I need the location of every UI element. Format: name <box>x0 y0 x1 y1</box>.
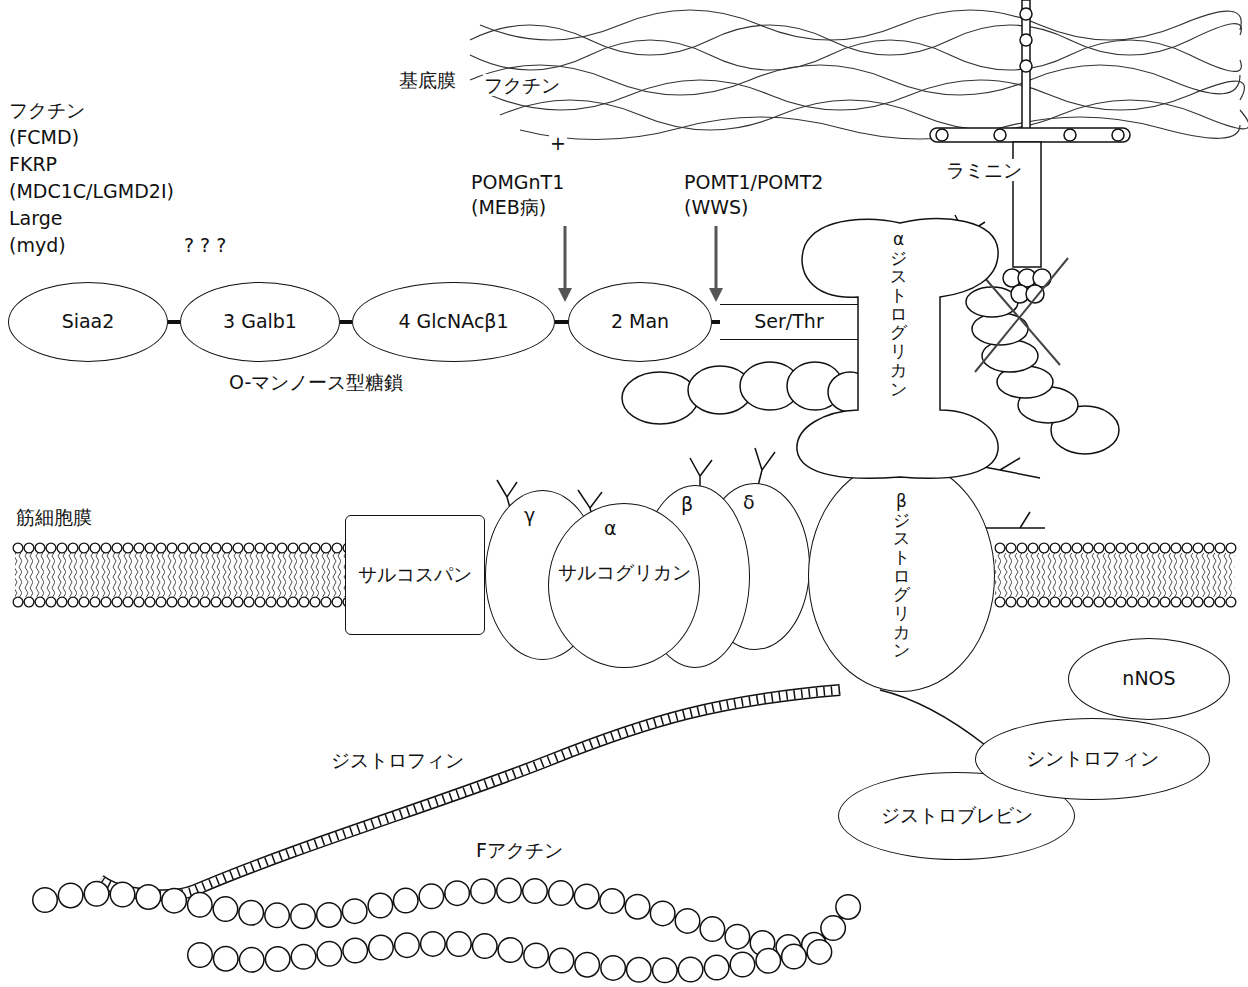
node-text: 4 GlcNAcβ1 <box>398 311 508 333</box>
annotation-label: FKRP <box>8 153 58 175</box>
beta-dystroglycan: βジストログリカン <box>808 460 995 692</box>
label-holder: フクチン <box>483 75 561 97</box>
node-text: δ <box>743 491 755 513</box>
label-holder: 筋細胞膜 <box>15 507 93 529</box>
annotation-label: フクチン <box>483 74 561 96</box>
label-holder: (WWS) <box>683 197 749 219</box>
annotation-label: POMGnT1 <box>470 171 565 193</box>
label-holder: (myd) <box>8 235 67 257</box>
label-holder: O-マンノース型糖鎖 <box>228 372 404 394</box>
annotation-label: + <box>549 132 567 154</box>
annotation-label: (MEB病) <box>470 196 547 218</box>
bond-line <box>168 322 180 323</box>
bond-line <box>555 322 568 323</box>
annotation-label: フクチン <box>8 99 86 121</box>
annotation-label: ジストロフィン <box>330 749 465 771</box>
annotation-label: (myd) <box>8 234 67 256</box>
annotation-label: Large <box>8 207 63 229</box>
node-text: サルコスパン <box>358 564 472 586</box>
label-holder: フクチン <box>8 100 86 122</box>
label-holder: 基底膜 <box>398 70 457 92</box>
bond-stroke <box>168 320 180 324</box>
alpha-dystroglycan: αジストログリカン <box>795 215 1000 480</box>
annotation-label: (WWS) <box>683 196 749 218</box>
bond-stroke <box>340 320 352 324</box>
text-holder: αジストログリカン <box>890 230 907 398</box>
protein-ellipse: nNOS <box>1068 638 1230 720</box>
node-text: β <box>681 493 693 515</box>
dumbbell-path <box>797 219 998 479</box>
text-holder: β <box>681 494 693 516</box>
text-holder: α <box>604 518 617 540</box>
label-holder: POMT1/POMT2 <box>683 172 824 194</box>
annotation-label: (FCMD) <box>8 126 80 148</box>
bond-stroke <box>555 320 568 324</box>
node-text: 3 Galb1 <box>223 311 297 333</box>
node-text: βジストログリカン <box>893 492 910 660</box>
label-holder: ジストロフィン <box>330 750 465 772</box>
sugar-residue: Siaa2 <box>8 282 168 362</box>
annotation-label: 基底膜 <box>398 69 457 91</box>
bond-line <box>340 322 352 323</box>
label-holder: + <box>549 133 567 155</box>
sugar-residue: 3 Galb1 <box>180 282 340 362</box>
node-text: 2 Man <box>611 311 669 333</box>
sarcoglycan-subunit: α サルコグリカン <box>548 503 700 668</box>
label-holder: ? ? ? <box>183 235 227 257</box>
label-holder: (MDC1C/LGMD2I) <box>8 181 175 203</box>
f-actin <box>45 890 850 970</box>
annotation-label: POMT1/POMT2 <box>683 171 824 193</box>
node-text: γ <box>524 504 535 526</box>
label-holder: POMGnT1 <box>470 172 565 194</box>
basement-membrane <box>470 10 1248 140</box>
annotation-label: ラミニン <box>945 159 1023 181</box>
label-holder: ラミニン <box>945 160 1023 182</box>
node-text: Ser/Thr <box>754 311 823 333</box>
node-text: Siaa2 <box>62 311 115 333</box>
glycan-marks <box>497 215 1045 528</box>
dystrophin <box>100 690 985 895</box>
annotation-label: 筋細胞膜 <box>15 506 93 528</box>
bond-stroke <box>712 320 720 324</box>
text-holder: γ <box>524 505 535 527</box>
protein-ellipse: シントロフィン <box>975 718 1210 800</box>
annotation-label: ? ? ? <box>183 234 227 256</box>
sugar-residue: 2 Man <box>568 282 712 362</box>
annotation-label: O-マンノース型糖鎖 <box>228 371 404 393</box>
text-holder: δ <box>743 492 755 514</box>
text-holder: サルコグリカン <box>549 562 699 584</box>
annotation-label: Fアクチン <box>475 839 564 861</box>
label-holder: (FCMD) <box>8 127 80 149</box>
node-text: αジストログリカン <box>890 230 907 398</box>
label-holder: FKRP <box>8 154 58 176</box>
node-text: ジストロブレビン <box>881 805 1033 827</box>
node-text: α <box>604 517 617 539</box>
sugar-residue: 4 GlcNAcβ1 <box>352 282 555 362</box>
amino-acid-band: Ser/Thr <box>720 304 858 340</box>
bond-line <box>712 322 720 323</box>
label-holder: (MEB病) <box>470 197 547 219</box>
annotation-label: (MDC1C/LGMD2I) <box>8 180 175 202</box>
sarcospan-box: サルコスパン <box>345 515 485 635</box>
node-text: シントロフィン <box>1026 748 1159 770</box>
node-text: サルコグリカン <box>558 561 691 583</box>
node-text: nNOS <box>1122 668 1175 690</box>
label-holder: Fアクチン <box>475 840 564 862</box>
label-holder: Large <box>8 208 63 230</box>
